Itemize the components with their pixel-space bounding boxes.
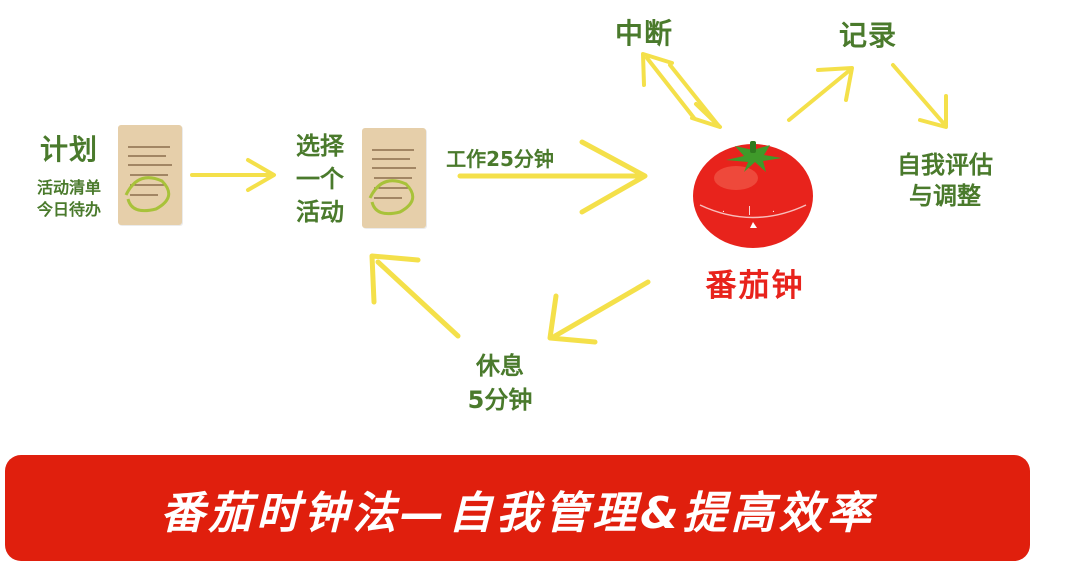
record-label: 记录 xyxy=(838,19,897,52)
tomato-timer-icon: . | . xyxy=(693,141,813,248)
arrow-tomato-to-rest xyxy=(547,279,651,345)
select-line1: 选择 xyxy=(296,132,344,160)
select-line3: 活动 xyxy=(296,198,344,226)
arrow-to-evaluate xyxy=(891,63,948,129)
rest-line2: 5分钟 xyxy=(467,386,533,414)
paper-list-icon xyxy=(362,128,426,228)
plan-line1: 活动清单 xyxy=(36,178,101,197)
interrupt-label: 中断 xyxy=(614,17,673,50)
arrow-to-record xyxy=(787,66,854,122)
paper-list-icon xyxy=(118,125,182,225)
plan-line2: 今日待办 xyxy=(36,200,101,219)
rest-line1: 休息 xyxy=(476,352,524,380)
work-label: 工作25分钟 xyxy=(446,147,554,171)
svg-text:.: . xyxy=(772,205,775,215)
timer-label: 番茄钟 xyxy=(705,268,805,304)
select-line2: 一个 xyxy=(296,165,344,193)
svg-text:|: | xyxy=(748,206,751,216)
plan-title: 计划 xyxy=(39,133,98,166)
banner-title: 番茄时钟法—自我管理&提高效率 xyxy=(160,488,875,539)
arrow-rest-to-select xyxy=(369,253,461,339)
evaluate-line2: 与调整 xyxy=(909,182,981,210)
arrow-interrupt-in xyxy=(641,52,696,120)
evaluate-line1: 自我评估 xyxy=(897,151,993,179)
title-banner: 番茄时钟法—自我管理&提高效率 xyxy=(5,455,1030,561)
arrow-plan-to-select xyxy=(190,158,276,192)
svg-text:.: . xyxy=(722,205,725,215)
arrow-interrupt-out xyxy=(668,63,722,129)
arrow-work xyxy=(457,139,648,215)
